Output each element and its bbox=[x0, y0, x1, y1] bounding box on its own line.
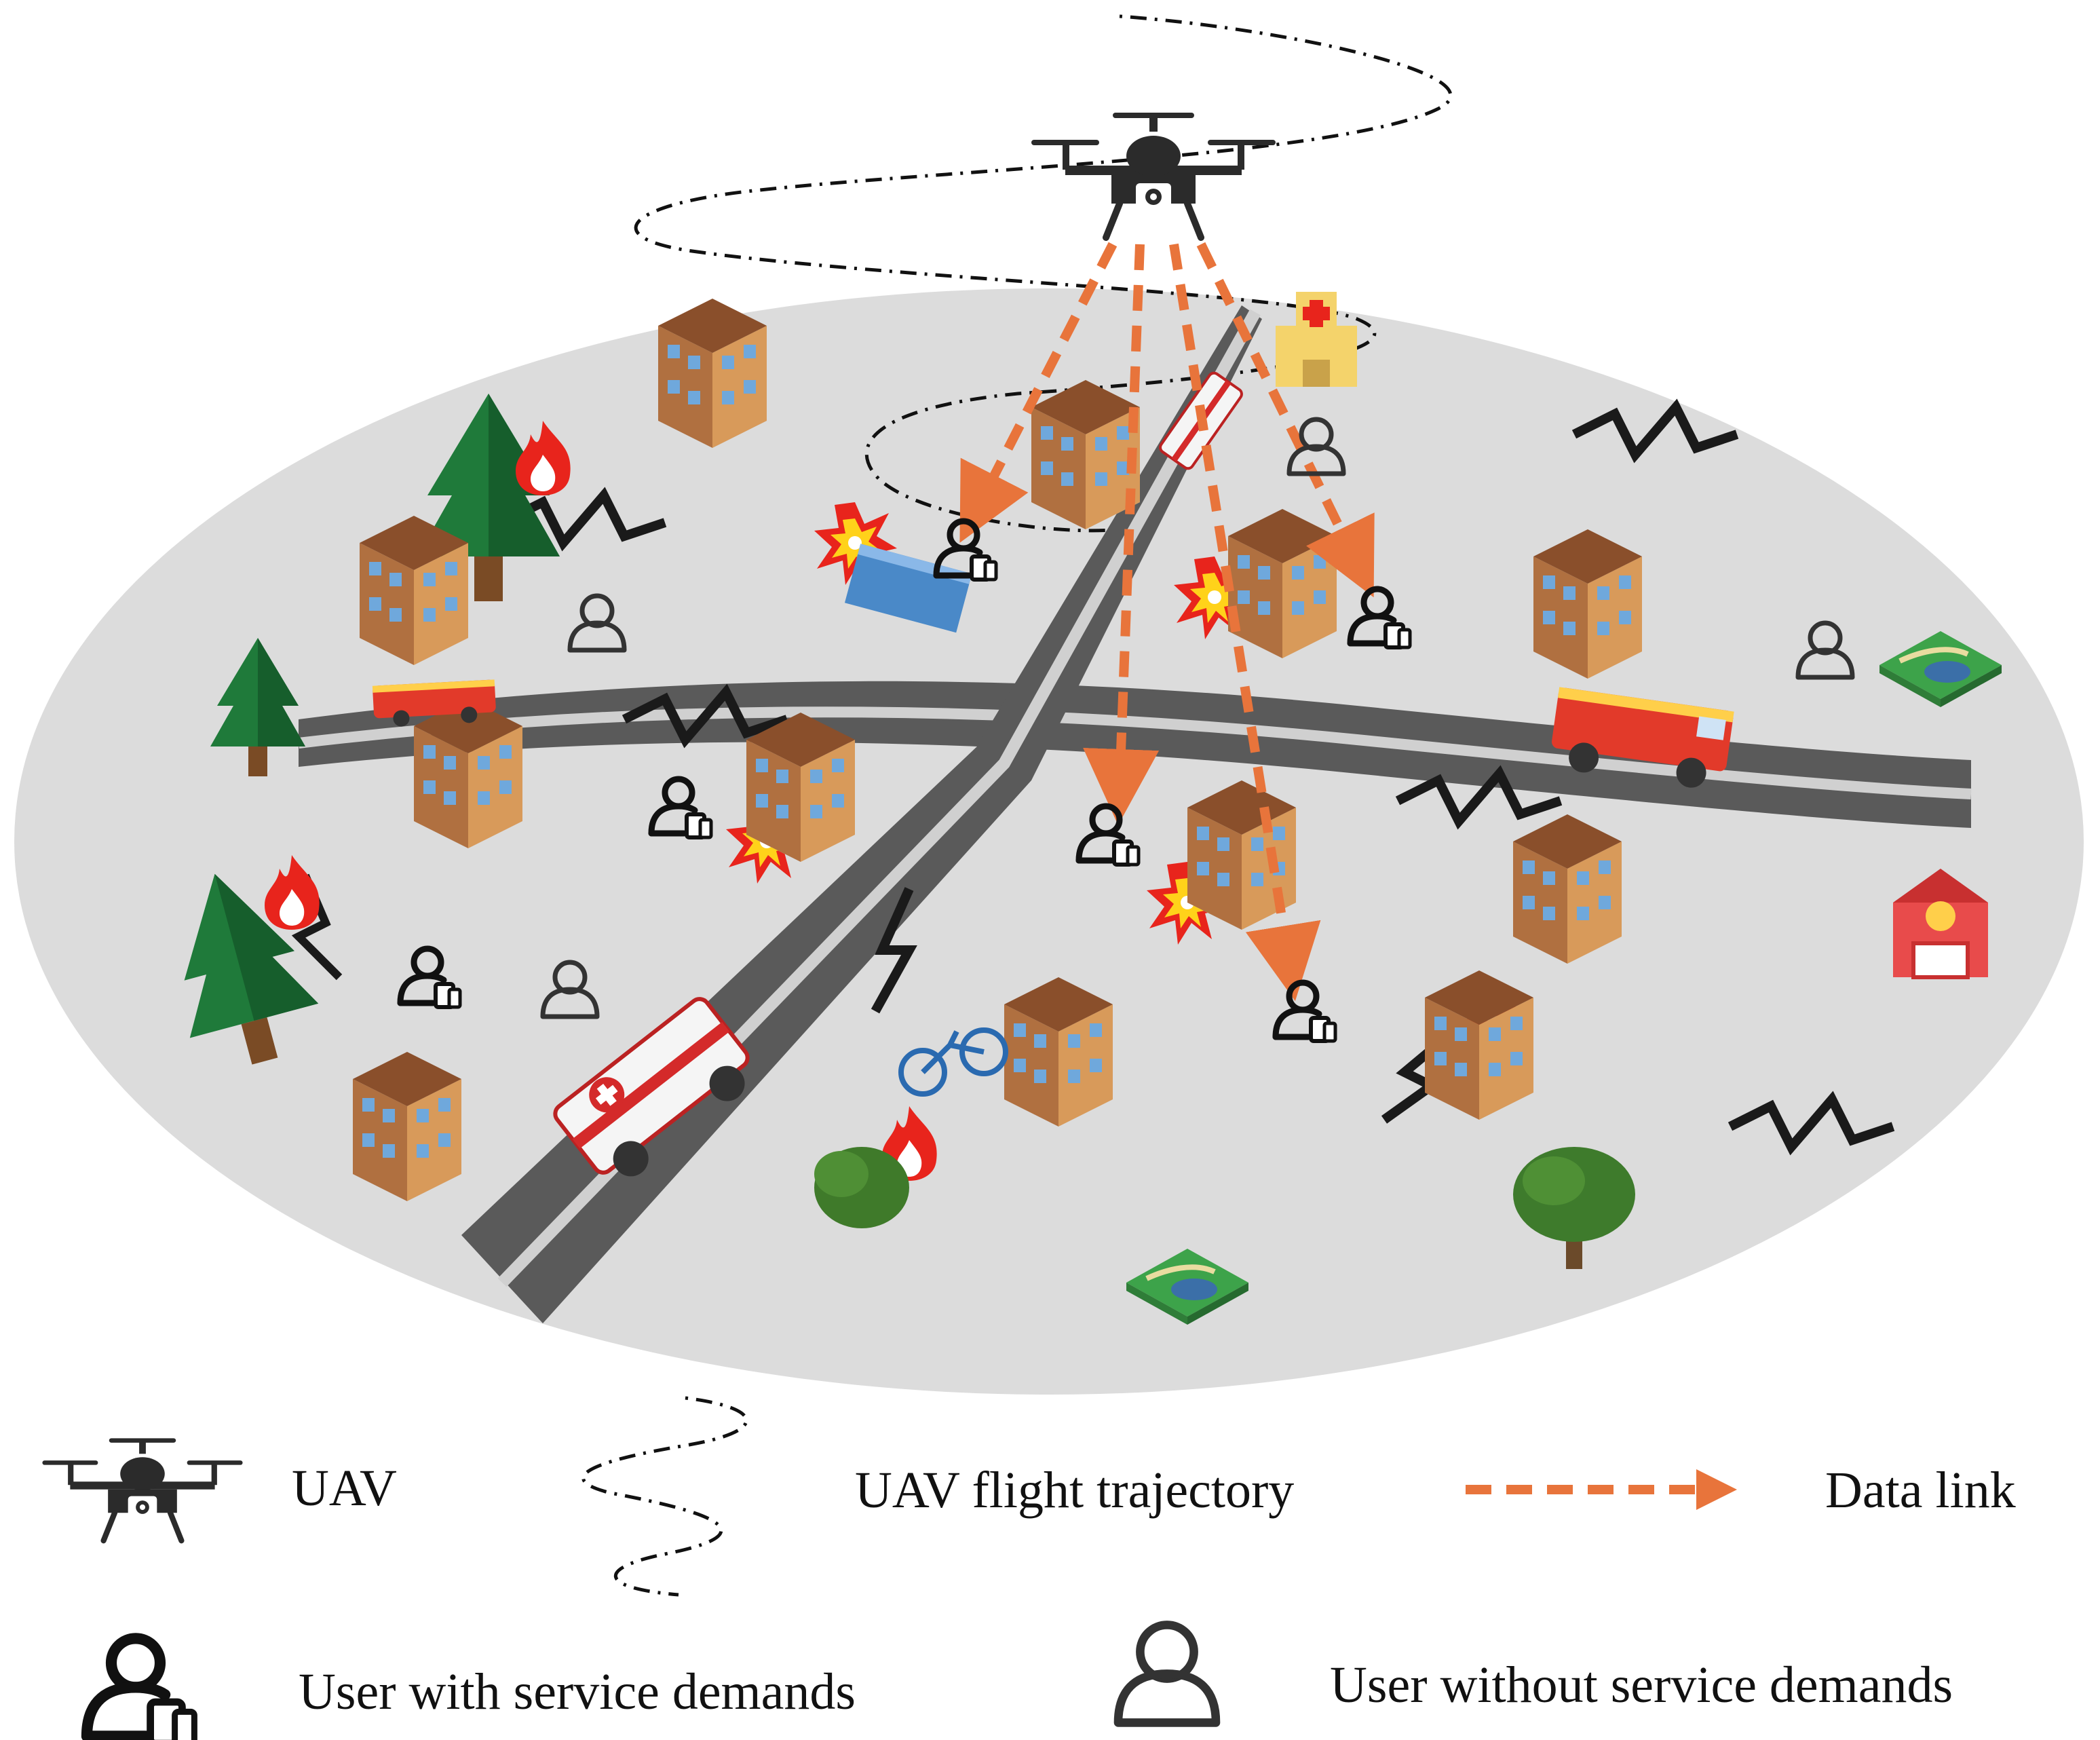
building-icon bbox=[1533, 529, 1642, 679]
legend-trajectory-icon bbox=[581, 1396, 748, 1597]
building-icon bbox=[658, 299, 767, 448]
building-icon bbox=[1228, 509, 1337, 658]
tree-icon bbox=[1513, 1147, 1635, 1269]
building-icon bbox=[1004, 977, 1113, 1127]
data-link-arrows bbox=[959, 242, 1375, 1002]
crack-icon bbox=[871, 887, 917, 1014]
legend-user-with-icon bbox=[87, 1638, 194, 1740]
fire-station-icon bbox=[1893, 869, 1988, 979]
bicycle-icon bbox=[898, 1027, 1008, 1097]
building-icon bbox=[1513, 814, 1622, 964]
uav-flight-trajectory bbox=[634, 14, 1453, 533]
fire-truck-icon bbox=[1551, 687, 1734, 788]
legend-user-without-label: User without service demands bbox=[1330, 1657, 1953, 1714]
legend-trajectory-label: UAV flight trajectory bbox=[855, 1462, 1295, 1519]
fire-truck-icon bbox=[372, 679, 496, 727]
legend-data-link-label: Data link bbox=[1825, 1462, 2016, 1519]
legend-data-link-arrowhead bbox=[1696, 1469, 1737, 1510]
building-icon bbox=[746, 713, 855, 862]
bush-icon bbox=[814, 1147, 909, 1228]
legend-uav-icon bbox=[42, 1438, 242, 1540]
uav-icon bbox=[1031, 113, 1276, 238]
legend-uav-label: UAV bbox=[292, 1460, 397, 1517]
legend-user-with-label: User with service demands bbox=[299, 1663, 856, 1720]
hospital-icon bbox=[1276, 292, 1357, 387]
building-icon bbox=[1425, 970, 1533, 1120]
building-icon bbox=[1031, 380, 1140, 529]
legend-user-without-icon bbox=[1118, 1625, 1216, 1722]
building-icon bbox=[360, 516, 468, 665]
ambulance-icon bbox=[553, 997, 750, 1177]
building-icon bbox=[353, 1052, 461, 1201]
